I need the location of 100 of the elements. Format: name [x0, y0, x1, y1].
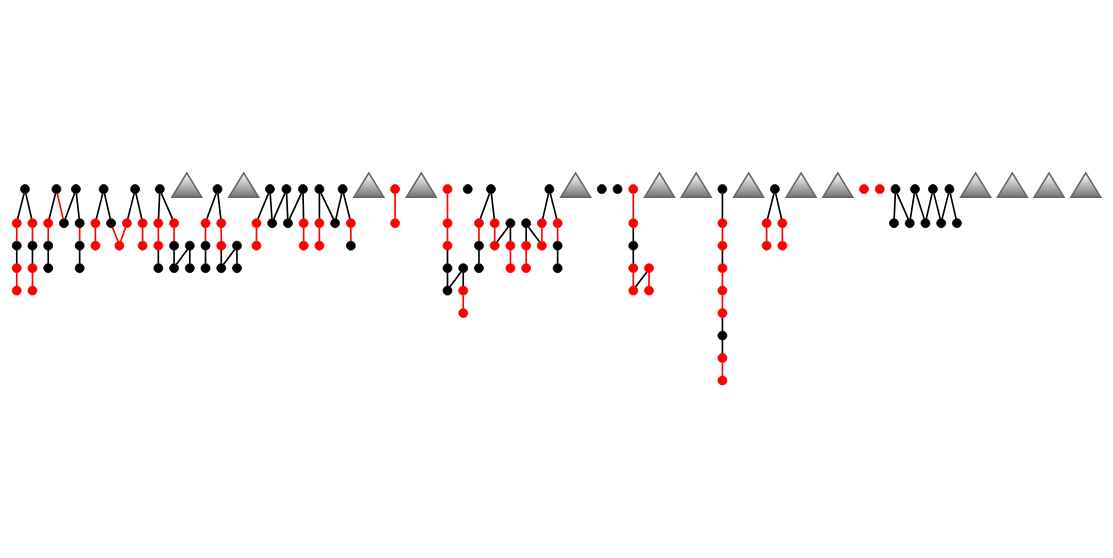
node-circle [874, 184, 885, 194]
node-triangle [1032, 171, 1066, 198]
connector [257, 192, 270, 220]
connector [25, 192, 33, 220]
node-circle [298, 184, 308, 194]
node-triangle [959, 171, 992, 198]
connector [220, 249, 223, 265]
connector [288, 192, 303, 220]
connector [135, 192, 143, 220]
connector [15, 249, 18, 265]
node-circle [298, 218, 309, 229]
connector [103, 192, 112, 220]
connector [173, 226, 175, 242]
connector [496, 226, 509, 243]
connector [75, 192, 81, 220]
connector [111, 226, 119, 243]
node-circle [184, 263, 195, 273]
node-circle [628, 263, 639, 273]
node-triangle [821, 171, 855, 198]
node-circle [20, 184, 30, 194]
connector [302, 193, 305, 220]
node-triangle [170, 171, 204, 198]
node-circle [552, 263, 563, 273]
node-circle [458, 263, 469, 273]
node-circle [232, 240, 242, 251]
node-circle [442, 285, 453, 296]
connector [525, 226, 527, 242]
connector [915, 192, 926, 220]
node-circle [505, 240, 516, 251]
node-circle [267, 218, 278, 229]
node-circle [27, 240, 38, 251]
node-circle [474, 240, 484, 251]
node-circle [521, 263, 532, 273]
connector [47, 226, 50, 242]
node-circle [330, 218, 340, 229]
node-circle [251, 218, 262, 229]
node-circle [154, 184, 165, 194]
node-circle [596, 184, 607, 194]
node-circle [200, 240, 211, 251]
connector [206, 192, 217, 220]
node-circle [169, 263, 179, 273]
connector [478, 226, 480, 242]
node-circle [298, 240, 309, 251]
connector [126, 192, 135, 220]
node-circle [944, 184, 955, 194]
connector [925, 192, 933, 220]
node-circle [314, 240, 325, 251]
connector [478, 249, 480, 265]
connector [16, 192, 25, 220]
connector [896, 192, 909, 220]
connector [909, 192, 916, 220]
node-circle [458, 285, 469, 296]
node-circle [114, 240, 125, 251]
node-circle [314, 184, 325, 194]
node-circle [936, 218, 947, 229]
connector [490, 192, 496, 220]
connector [318, 193, 321, 220]
connector [64, 192, 76, 220]
connector [394, 193, 396, 220]
connector [217, 192, 222, 220]
node-circle [462, 184, 473, 194]
node-circle [537, 218, 547, 229]
connector [15, 226, 18, 242]
node-circle [489, 218, 500, 229]
connector [632, 249, 635, 265]
connector [222, 248, 236, 266]
node-circle [137, 240, 148, 251]
node-circle [153, 263, 164, 273]
node-circle [59, 218, 69, 229]
connector [525, 249, 527, 265]
node-circle [777, 240, 788, 251]
node-triangle [559, 171, 592, 198]
node-circle [717, 353, 728, 363]
node-circle [442, 240, 453, 251]
connector [175, 248, 189, 266]
node-circle [717, 308, 728, 318]
connector [188, 249, 191, 265]
connector [766, 192, 775, 220]
node-circle [43, 218, 54, 229]
node-circle [11, 285, 22, 296]
connector [721, 193, 724, 220]
node-circle [628, 240, 639, 251]
connector [632, 226, 635, 242]
node-circle [212, 184, 223, 194]
node-circle [130, 184, 140, 194]
node-circle [717, 240, 728, 251]
node-circle [521, 240, 532, 251]
connector [173, 249, 175, 265]
node-circle [153, 218, 164, 229]
node-circle [232, 263, 242, 273]
node-circle [889, 218, 899, 229]
node-circle [43, 240, 54, 251]
node-circle [474, 263, 484, 273]
node-triangle [227, 171, 261, 198]
node-circle [169, 240, 179, 251]
node-circle [153, 240, 164, 251]
node-circle [43, 263, 54, 273]
connector [350, 226, 352, 242]
node-circle [717, 330, 728, 341]
node-circle [337, 184, 348, 194]
